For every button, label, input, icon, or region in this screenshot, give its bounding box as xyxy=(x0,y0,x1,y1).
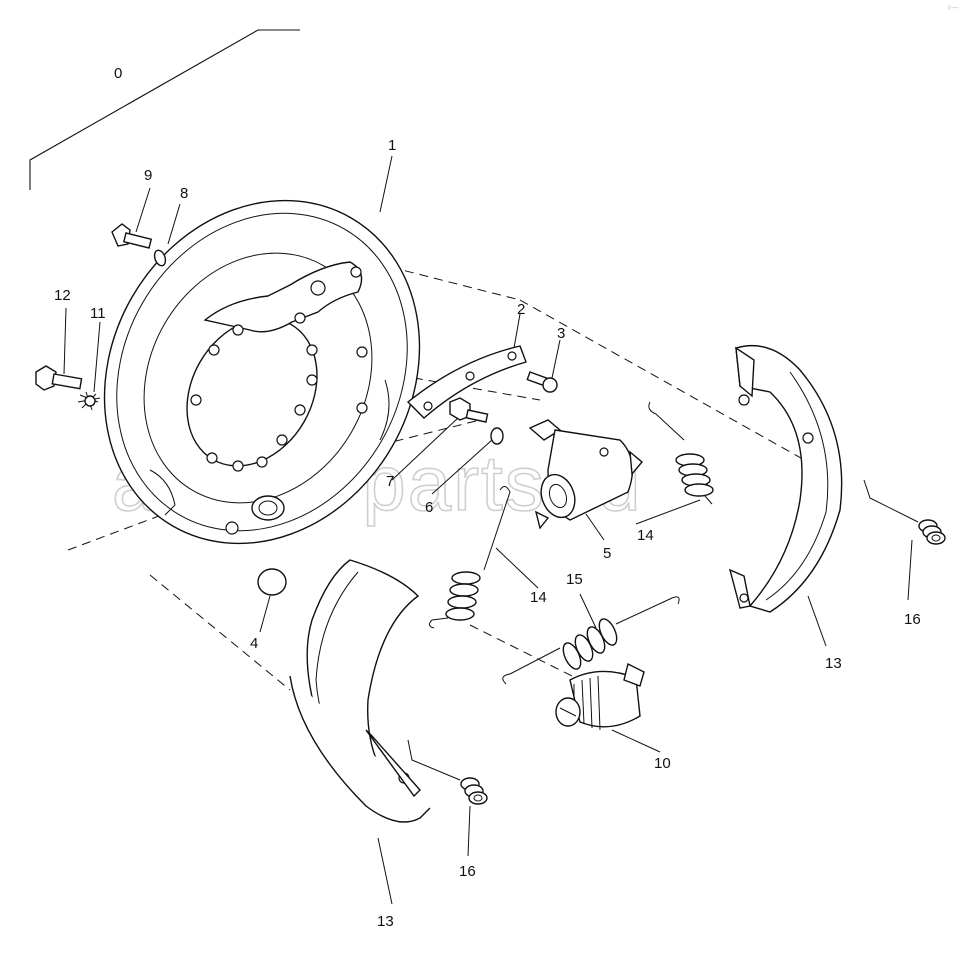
hold-down-spring-16-lower xyxy=(407,739,488,805)
hold-down-spring-16-right xyxy=(863,479,946,545)
retainer-plate-2 xyxy=(406,345,527,419)
callout-0: 0 xyxy=(114,65,122,82)
screw-3 xyxy=(526,371,558,393)
wheel-cylinder-5 xyxy=(528,419,643,530)
brake-shoe-13-lower xyxy=(289,559,431,823)
leader-lines xyxy=(63,155,913,905)
callout-7: 7 xyxy=(386,473,394,490)
callout-4: 4 xyxy=(250,635,258,652)
corner-mark: r— xyxy=(948,3,959,12)
callout-16-lower: 16 xyxy=(459,863,476,880)
callout-10: 10 xyxy=(654,755,671,772)
callout-14-right: 14 xyxy=(637,527,654,544)
callout-8: 8 xyxy=(180,185,188,202)
bolt-9 xyxy=(111,223,153,249)
adjuster-10 xyxy=(555,662,645,731)
callout-13-lower: 13 xyxy=(377,913,394,930)
lock-washer-11 xyxy=(77,391,101,411)
bolt-12 xyxy=(35,365,83,391)
brake-shoe-13-right xyxy=(728,344,843,613)
callout-13-right: 13 xyxy=(825,655,842,672)
backing-plate xyxy=(103,199,421,545)
assembly-bracket xyxy=(29,29,300,190)
plug-4 xyxy=(257,568,287,596)
adjuster-spring-15 xyxy=(502,596,680,685)
bolt-7 xyxy=(449,397,489,423)
washer-8 xyxy=(153,249,167,267)
callout-9: 9 xyxy=(144,167,152,184)
washer-6 xyxy=(490,427,504,445)
callout-6: 6 xyxy=(425,499,433,516)
callout-16-right: 16 xyxy=(904,611,921,628)
return-spring-14-upper xyxy=(648,401,714,505)
callout-5: 5 xyxy=(603,545,611,562)
callout-3: 3 xyxy=(557,325,565,342)
callout-14-lower: 14 xyxy=(530,589,547,606)
callout-12: 12 xyxy=(54,287,71,304)
callout-11: 11 xyxy=(90,305,106,322)
callout-1: 1 xyxy=(388,137,396,154)
callout-2: 2 xyxy=(517,301,525,318)
callout-15: 15 xyxy=(566,571,583,588)
return-spring-14-lower xyxy=(428,486,511,629)
